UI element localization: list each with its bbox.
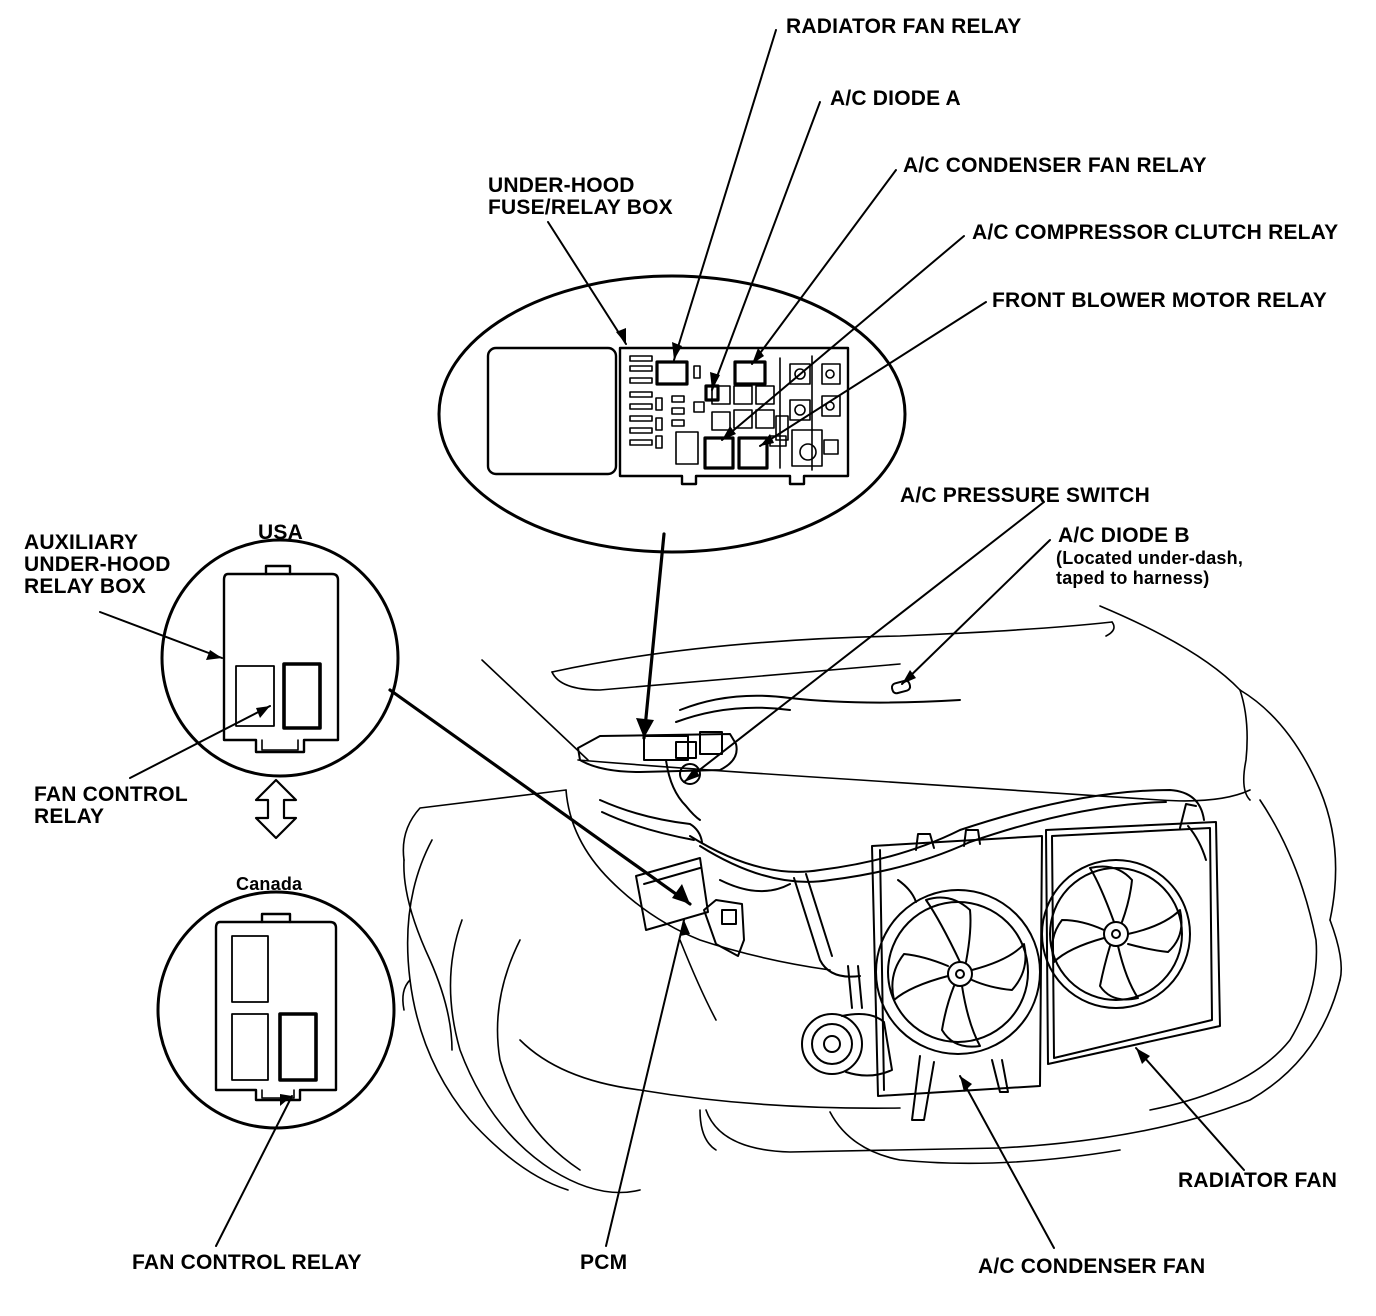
arrowheads	[206, 328, 1150, 1106]
auxiliary-under-hood-relay-box-label: AUXILIARY UNDER-HOOD RELAY BOX	[24, 531, 171, 598]
ac-diode-b-label: A/C DIODE B	[1058, 524, 1190, 547]
canada-relay-box-detail	[156, 890, 396, 1130]
fuse-box-detail	[437, 274, 907, 554]
ac-condenser-fan-label: A/C CONDENSER FAN	[978, 1255, 1206, 1278]
pcm-label: PCM	[580, 1251, 628, 1274]
usa-label: USA	[258, 521, 303, 544]
ac-condenser-fan-relay-label: A/C CONDENSER FAN RELAY	[903, 154, 1207, 177]
vehicle-outline	[402, 605, 1343, 1194]
front-blower-motor-relay-label: FRONT BLOWER MOTOR RELAY	[992, 289, 1327, 312]
usa-relay-box-detail	[160, 538, 400, 778]
ac-diode-a-label: A/C DIODE A	[830, 87, 961, 110]
interchange-arrow-icon	[254, 778, 298, 840]
engine-bay	[577, 679, 1221, 1121]
canada-label: Canada	[236, 874, 303, 894]
ac-compressor-clutch-relay-label: A/C COMPRESSOR CLUTCH RELAY	[972, 221, 1339, 244]
ac-pressure-switch-label: A/C PRESSURE SWITCH	[900, 484, 1150, 507]
fan-control-relay-usa-label: FAN CONTROL RELAY	[34, 783, 188, 828]
leader-lines	[99, 29, 1245, 1249]
radiator-fan-relay-label: RADIATOR FAN RELAY	[786, 15, 1022, 38]
ac-diode-b-note: (Located under-dash, taped to harness)	[1056, 548, 1244, 588]
under-hood-fuse-relay-box-label: UNDER-HOOD FUSE/RELAY BOX	[488, 174, 673, 219]
radiator-fan-label: RADIATOR FAN	[1178, 1169, 1338, 1192]
fan-control-relay-canada-label: FAN CONTROL RELAY	[132, 1251, 362, 1274]
